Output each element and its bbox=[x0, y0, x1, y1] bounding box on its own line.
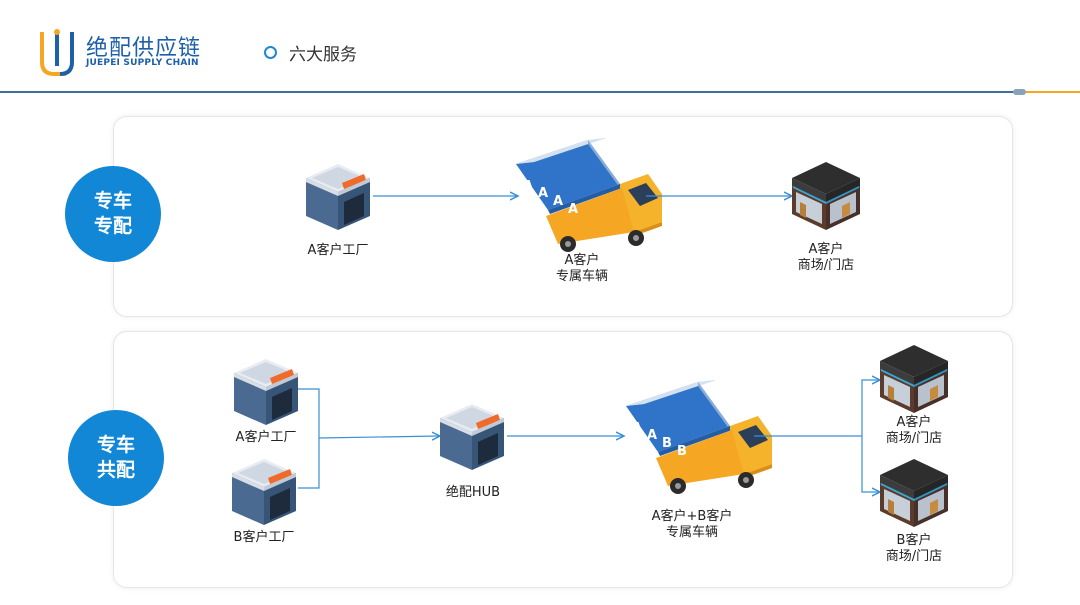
store-b-label-line2: 商场/门店 bbox=[885, 549, 943, 564]
section-title-text: 六大服务 bbox=[289, 45, 357, 65]
header-rule-accent bbox=[1026, 91, 1080, 93]
factory-a-icon bbox=[234, 359, 298, 425]
shared-truck-label-line1: A客户+B客户 bbox=[651, 509, 733, 524]
svg-text:A: A bbox=[647, 428, 657, 443]
store-a-icon bbox=[880, 345, 948, 413]
badge-line2: 专配 bbox=[93, 215, 132, 237]
badge-line1: 专车 bbox=[96, 434, 135, 456]
hub-icon bbox=[440, 404, 504, 470]
logo-subtitle: JUEPEI SUPPLY CHAIN bbox=[86, 58, 199, 68]
ring-icon bbox=[264, 46, 277, 59]
factory-label: A客户工厂 bbox=[307, 243, 369, 258]
svg-text:B: B bbox=[662, 436, 672, 451]
header-rule-mark bbox=[1013, 89, 1026, 95]
section-title: 六大服务 bbox=[264, 40, 357, 65]
store-icon bbox=[792, 162, 860, 230]
shared-truck-label-line2: 专属车辆 bbox=[665, 525, 718, 540]
shared-truck-label: A客户+B客户 专属车辆 bbox=[652, 509, 733, 541]
factory-b-label: B客户工厂 bbox=[233, 530, 295, 545]
svg-text:A: A bbox=[568, 202, 578, 217]
svg-text:A: A bbox=[538, 186, 548, 201]
hub-label: 绝配HUB bbox=[445, 485, 501, 500]
svg-text:A: A bbox=[553, 194, 563, 209]
badge-line1: 专车 bbox=[93, 190, 132, 212]
svg-text:A: A bbox=[523, 179, 533, 194]
store-a-label-line2: 商场/门店 bbox=[885, 431, 943, 446]
header-rule bbox=[0, 91, 1018, 93]
svg-text:A: A bbox=[632, 421, 642, 436]
store-a-label: A客户 商场/门店 bbox=[886, 415, 942, 447]
truck-cargo-p1: A A A A bbox=[523, 179, 578, 217]
factory-b-icon bbox=[232, 459, 296, 525]
header: 绝配供应链 JUEPEI SUPPLY CHAIN 六大服务 bbox=[0, 0, 1080, 96]
badge-shared-delivery: 专车 共配 bbox=[68, 410, 164, 506]
truck-cargo-p2: A A B B bbox=[632, 421, 687, 459]
store-label-line2: 商场/门店 bbox=[797, 258, 855, 273]
store-b-label: B客户 商场/门店 bbox=[886, 533, 942, 565]
truck-label-line2: 专属车辆 bbox=[555, 269, 609, 284]
truck-label-line1: A客户 bbox=[564, 253, 600, 268]
badge-dedicated-delivery: 专车 专配 bbox=[65, 166, 161, 262]
store-b-label-line1: B客户 bbox=[896, 533, 932, 548]
factory-icon bbox=[306, 164, 370, 230]
truck-label: A客户 专属车辆 bbox=[556, 253, 608, 285]
store-label: A客户 商场/门店 bbox=[798, 242, 854, 274]
logo-text: 绝配供应链 bbox=[86, 36, 202, 61]
store-label-line1: A客户 bbox=[808, 242, 844, 257]
factory-a-label: A客户工厂 bbox=[235, 430, 297, 445]
badge-line2: 共配 bbox=[96, 459, 135, 481]
svg-text:B: B bbox=[677, 444, 687, 459]
store-b-icon bbox=[880, 459, 948, 527]
logo-icon bbox=[40, 29, 74, 76]
store-a-label-line1: A客户 bbox=[896, 415, 932, 430]
